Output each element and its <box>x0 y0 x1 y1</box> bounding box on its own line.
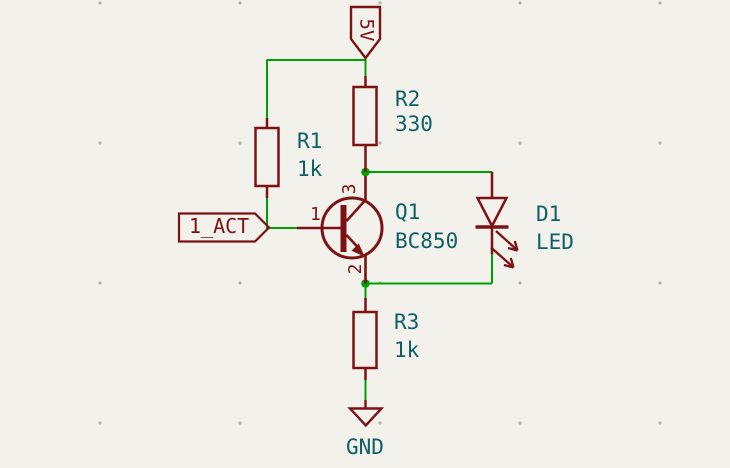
r1-reference[interactable]: R1 <box>297 129 323 153</box>
d1-value[interactable]: LED <box>536 230 574 254</box>
d1-reference[interactable]: D1 <box>536 202 562 226</box>
q1-pin-number-emitter: 2 <box>345 263 366 275</box>
gnd-triangle[interactable] <box>347 407 385 428</box>
resistor-r1[interactable] <box>254 118 280 198</box>
gnd-label[interactable]: GND <box>346 435 384 459</box>
led-d1[interactable] <box>475 172 519 269</box>
net-label-1act-text[interactable]: 1_ACT <box>189 214 250 238</box>
power-symbol-5v[interactable] <box>349 5 382 60</box>
q1-value[interactable]: BC850 <box>395 229 459 253</box>
r1-value[interactable]: 1k <box>297 157 323 181</box>
transistor-q1[interactable] <box>297 176 384 284</box>
d1-arrow1-head <box>507 240 519 252</box>
resistor-r2-body[interactable] <box>352 85 378 147</box>
resistor-r2[interactable] <box>352 76 378 172</box>
r3-value[interactable]: 1k <box>394 338 420 362</box>
power-label-5v[interactable]: 5V <box>355 18 378 42</box>
power-symbol-5v-outline[interactable] <box>349 5 382 60</box>
resistor-r1-body[interactable] <box>254 126 280 188</box>
d1-emission-arrows <box>490 230 519 269</box>
r2-reference[interactable]: R2 <box>395 87 421 111</box>
net-label-1act-outline[interactable] <box>177 212 271 243</box>
q1-base-bar[interactable] <box>340 205 347 252</box>
q1-collector-pin[interactable] <box>345 176 367 222</box>
d1-arrow2-head <box>503 257 515 269</box>
q1-reference[interactable]: Q1 <box>395 200 421 224</box>
resistor-r3[interactable] <box>352 298 378 380</box>
d1-arrow2-shaft <box>490 246 514 268</box>
r2-value[interactable]: 330 <box>395 112 433 136</box>
q1-emitter-arrow[interactable] <box>351 243 365 257</box>
d1-arrow1-shaft <box>495 230 518 251</box>
q1-pin-number-base: 1 <box>310 204 321 225</box>
wire-r1-to-base[interactable] <box>266 198 297 229</box>
ground-symbol[interactable] <box>347 400 385 428</box>
q1-pin-number-collector: 3 <box>339 183 360 195</box>
r3-reference[interactable]: R3 <box>394 310 420 334</box>
d1-triangle[interactable] <box>475 196 509 229</box>
resistor-r3-body[interactable] <box>352 310 378 370</box>
